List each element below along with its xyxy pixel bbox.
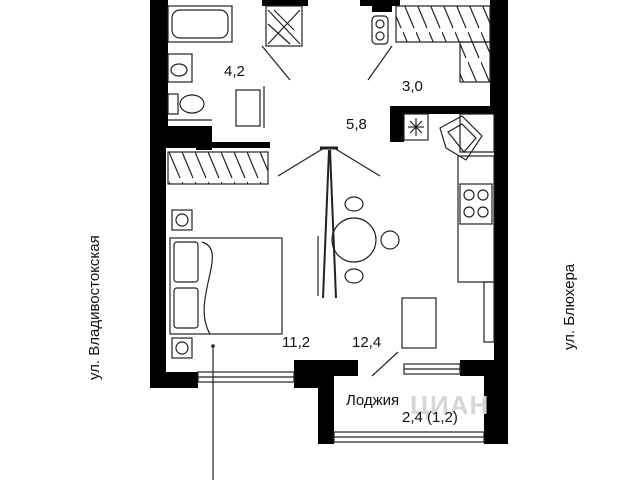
- label-storage-area: 3,0: [402, 78, 423, 95]
- bathroom: [167, 5, 393, 128]
- sink-counter: [167, 53, 193, 83]
- bathtub-basin: [171, 9, 229, 39]
- pillow-bottom: [173, 287, 199, 329]
- pillow-top: [173, 241, 199, 283]
- street-right: ул. Блюхера: [561, 263, 578, 350]
- toilet-tank: [167, 93, 179, 115]
- label-hallway-area: 5,8: [346, 116, 367, 133]
- toilet-bowl: [179, 94, 205, 114]
- nightstand-top: [171, 209, 193, 231]
- storage-wardrobe: [371, 5, 491, 83]
- label-bathroom-area: 4,2: [224, 63, 245, 80]
- chair-1: [344, 196, 364, 212]
- walls: [150, 0, 508, 444]
- dining-set: [331, 196, 400, 284]
- label-loggia-area: 2,4 (1,2): [402, 409, 458, 426]
- watermark: ЦИАН: [410, 390, 489, 420]
- kitchen: [371, 113, 495, 377]
- closet-top: [265, 5, 303, 47]
- stove: [459, 183, 493, 225]
- label-bedroom-area: 11,2: [282, 334, 310, 351]
- bathtub: [167, 5, 233, 43]
- nightstand-bottom: [171, 337, 193, 359]
- label-loggia: Лоджия: [346, 392, 399, 409]
- hallway-doors: [277, 146, 381, 299]
- armchair: [401, 297, 437, 349]
- fridge: [483, 281, 495, 343]
- label-kitchen-area: 12,4: [352, 334, 381, 351]
- table: [331, 217, 377, 263]
- washing-machine: [235, 89, 261, 127]
- bedroom-wardrobe: [167, 151, 269, 185]
- sink: [170, 63, 188, 77]
- street-left: ул. Владивостокская: [86, 235, 103, 380]
- chair-3: [344, 268, 364, 284]
- chair-2: [380, 230, 400, 250]
- windows: [197, 363, 485, 443]
- bed: [169, 209, 319, 359]
- pointer-dot: [211, 344, 215, 348]
